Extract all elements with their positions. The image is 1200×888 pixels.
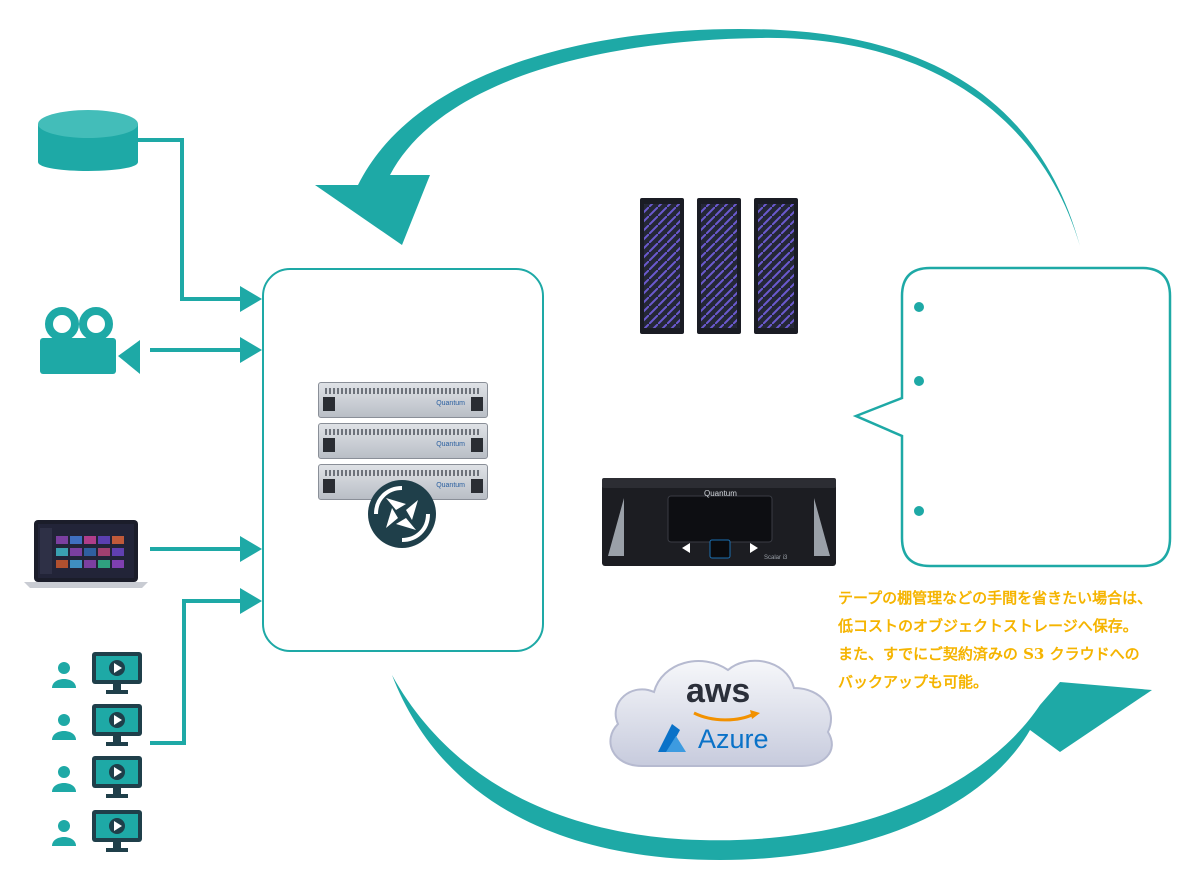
callout-bullet xyxy=(914,376,924,386)
user-monitor-icon xyxy=(52,704,142,746)
user-monitor-icon xyxy=(52,756,142,798)
aws-smile-icon xyxy=(693,710,760,722)
cloud-backup-caption: テープの棚管理などの手間を省きたい場合は、 低コストのオブジェクトストレージへ保… xyxy=(838,584,1198,696)
aws-logo-text: aws xyxy=(686,672,751,710)
caption-line: また、すでにご契約済みの S3 クラウドへの xyxy=(838,645,1140,663)
central-storage-box xyxy=(262,268,544,652)
callout-bullet xyxy=(914,302,924,312)
storage-rack xyxy=(697,198,741,334)
caption-line: 低コストのオブジェクトストレージへ保存。 xyxy=(838,617,1138,635)
server-unit: Quantum xyxy=(318,423,488,459)
camera-arrowhead xyxy=(240,337,262,363)
workstation-connector xyxy=(150,599,242,745)
storage-rack xyxy=(754,198,798,334)
tape-library-model: Scalar i3 xyxy=(764,555,788,561)
caption-line: バックアップも可能。 xyxy=(838,673,989,691)
azure-logo-text: Azure xyxy=(698,724,769,754)
storage-rack xyxy=(640,198,684,334)
bottom-cycle-arrow xyxy=(392,675,1152,860)
top-cycle-arrow xyxy=(315,28,1080,246)
user-monitor-icon xyxy=(52,652,142,694)
tape-library xyxy=(602,478,836,566)
video-camera-icon xyxy=(40,307,140,374)
database-connector xyxy=(138,138,242,301)
caption-line: テープの棚管理などの手間を省きたい場合は、 xyxy=(838,589,1153,607)
azure-logo-icon xyxy=(658,724,686,752)
workstation-arrowhead xyxy=(240,588,262,614)
storage-software-logo-icon xyxy=(368,480,436,548)
database-icon xyxy=(38,110,138,171)
callout-bullet xyxy=(914,506,924,516)
user-monitor-icon xyxy=(52,810,142,852)
database-arrowhead xyxy=(240,286,262,312)
callout-bubble xyxy=(852,266,1172,568)
server-unit: Quantum xyxy=(318,382,488,418)
laptop-icon xyxy=(24,520,148,588)
tape-library-brand: Quantum xyxy=(704,489,737,498)
laptop-arrowhead xyxy=(240,536,262,562)
